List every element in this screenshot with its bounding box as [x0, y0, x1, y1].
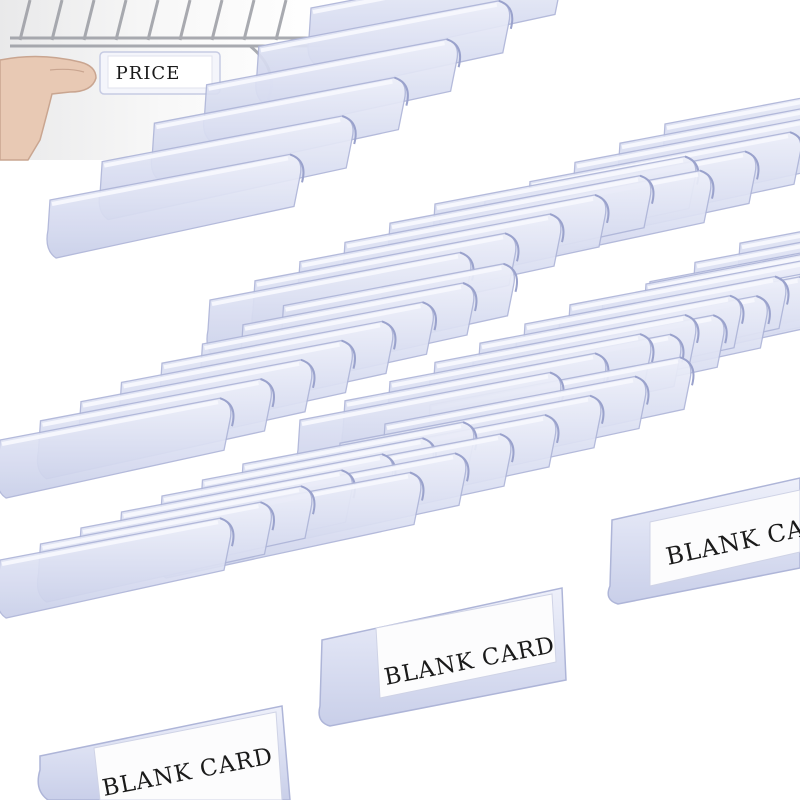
price-label: PRICE — [116, 63, 181, 84]
label-holder-stack — [0, 0, 800, 619]
front-holder-left: BLANK CARD — [37, 705, 291, 800]
hand — [0, 55, 97, 161]
clear-label-holder — [0, 517, 235, 619]
clear-label-holder — [0, 397, 235, 499]
front-holder-center: BLANK CARD — [318, 587, 567, 727]
clear-label-holder — [46, 153, 305, 259]
front-holder-right: BLANK CA — [607, 477, 800, 605]
